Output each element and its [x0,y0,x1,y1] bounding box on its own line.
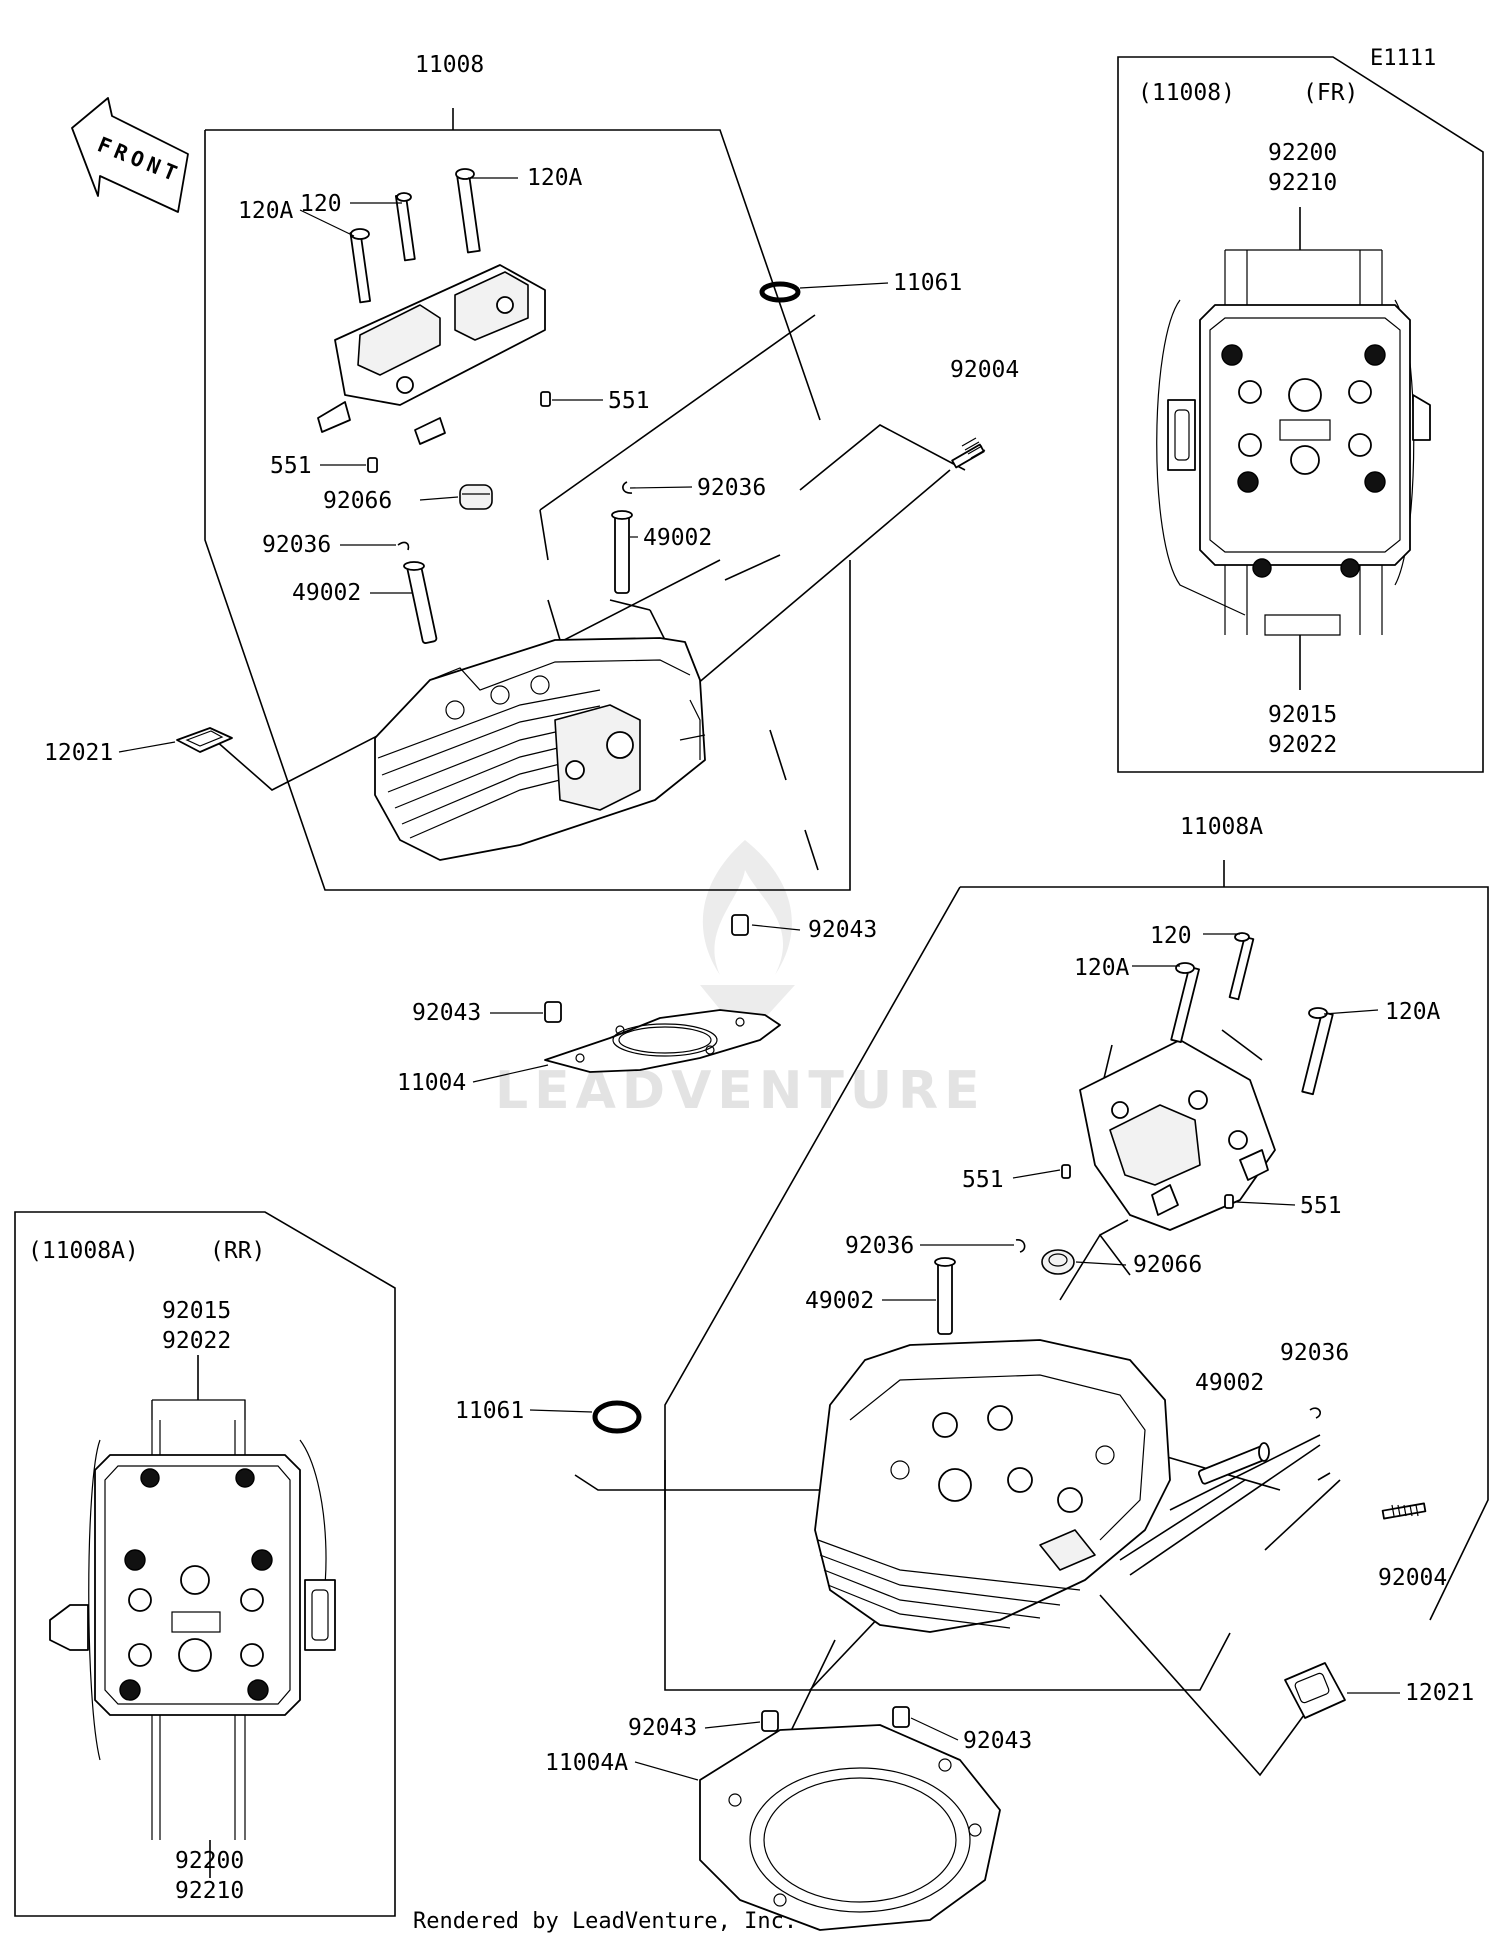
front-bolts [349,168,481,304]
valve-guide-rear-1 [934,1257,956,1335]
valve-guide-rear-2 [1197,1442,1270,1485]
label-49002: 49002 [643,525,712,551]
label-551: 551 [608,388,650,414]
gasket-11004 [544,1009,781,1073]
rr-label-92210: 92210 [175,1878,244,1904]
label-49002: 49002 [805,1288,874,1314]
front-head-group [176,108,986,1073]
label-92036: 92036 [1280,1340,1349,1366]
watermark: LEADVENTURE [495,840,986,1121]
fr-inset [1117,56,1484,773]
label-120: 120 [1150,923,1192,949]
label-92043: 92043 [628,1715,697,1741]
fr-inset-side: (FR) [1303,80,1358,106]
front-arrow: FRONT [71,97,189,213]
label-120A: 120A [1074,955,1130,981]
label-120A: 120A [238,198,294,224]
rear-bolts [1170,932,1334,1096]
label-120A: 120A [527,165,583,191]
label-11008: 11008 [415,52,484,78]
label-49002: 49002 [1195,1370,1264,1396]
rear-head-group [574,860,1489,1931]
valve-guide-front-2 [403,561,438,644]
label-11004: 11004 [397,1070,466,1096]
fr-inset-tag: (11008) [1138,80,1235,106]
label-551: 551 [1300,1193,1342,1219]
watermark-text: LEADVENTURE [495,1061,986,1121]
plug-92066-front [459,484,493,510]
label-92036: 92036 [697,475,766,501]
label-120A: 120A [1385,999,1441,1025]
gasket-11004A [699,1724,1001,1931]
stud-92004-front [951,437,986,469]
rr-inset [14,1211,396,1917]
fr-label-92200: 92200 [1268,140,1337,166]
label-551: 551 [270,453,312,479]
label-12021: 12021 [44,740,113,766]
label-551: 551 [962,1167,1004,1193]
front-rocker-assembly [317,264,546,445]
label-11061: 11061 [893,270,962,296]
label-92004: 92004 [1378,1565,1447,1591]
plug-92066-rear [1041,1249,1075,1275]
label-92004: 92004 [950,357,1019,383]
rear-cylinder-head [814,1339,1171,1633]
label-92043: 92043 [412,1000,481,1026]
diagram-code: E1111 [1370,46,1436,71]
label-11004A: 11004A [545,1750,628,1776]
rr-label-92022: 92022 [162,1328,231,1354]
label-92066: 92066 [1133,1252,1202,1278]
label-92036: 92036 [845,1233,914,1259]
fr-label-92015: 92015 [1268,702,1337,728]
rr-label-92200: 92200 [175,1848,244,1874]
cap-12021-front [176,727,233,753]
part-labels: E1111 11008 120A 120 120A 11061 551 551 … [28,46,1474,1934]
label-92036: 92036 [262,532,331,558]
label-92043: 92043 [963,1728,1032,1754]
label-11061: 11061 [455,1398,524,1424]
rr-label-92015: 92015 [162,1298,231,1324]
rr-inset-side: (RR) [210,1238,265,1264]
label-92043: 92043 [808,917,877,943]
label-49002: 49002 [292,580,361,606]
rear-rocker-assembly [1079,1039,1276,1231]
front-cylinder-head [374,637,706,861]
stud-92004-rear [1381,1502,1427,1520]
render-credit: Rendered by LeadVenture, Inc. [413,1909,797,1934]
fr-label-92022: 92022 [1268,732,1337,758]
leader-lines [118,177,1400,1781]
label-11008A: 11008A [1180,814,1263,840]
label-120: 120 [300,191,342,217]
valve-guide-front-1 [611,510,633,594]
fr-label-92210: 92210 [1268,170,1337,196]
rr-inset-tag: (11008A) [28,1238,139,1264]
cap-12021-rear [1284,1662,1346,1719]
label-92066: 92066 [323,488,392,514]
label-12021: 12021 [1405,1680,1474,1706]
